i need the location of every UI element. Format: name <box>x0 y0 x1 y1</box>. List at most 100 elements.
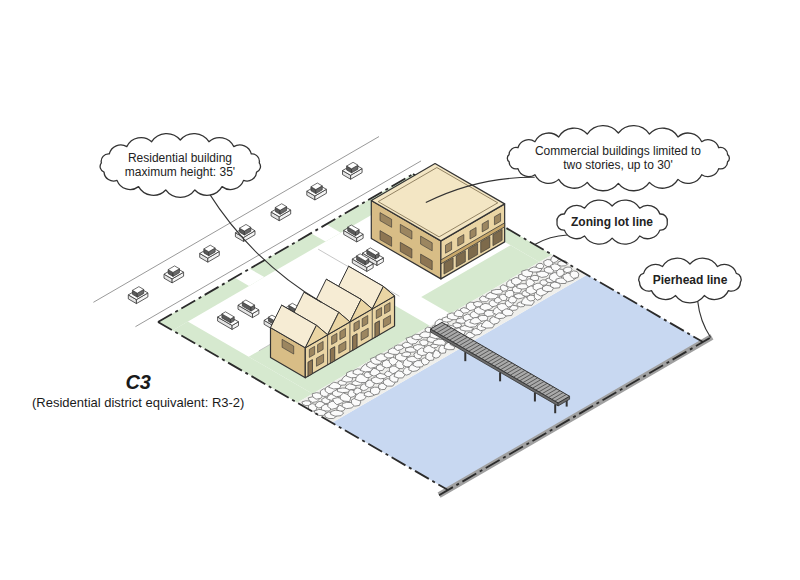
leader-line <box>426 177 535 202</box>
pier-slat <box>440 328 451 335</box>
pier-slat <box>482 352 493 359</box>
gable <box>328 312 350 334</box>
zoning-lot-line <box>158 174 413 322</box>
upper-window <box>494 213 500 225</box>
pier-slat <box>459 339 470 346</box>
car-cabin-top <box>347 162 358 169</box>
parapet <box>378 168 498 237</box>
cloud-shape <box>507 125 729 190</box>
pier-slat <box>475 348 486 355</box>
callout-body: Commercial buildings limited to two stor… <box>529 144 707 172</box>
car-cabin-top <box>222 312 234 319</box>
residential-building <box>271 266 395 377</box>
rock <box>492 289 503 294</box>
pier-deck <box>431 322 570 403</box>
pier-slat <box>497 361 508 368</box>
pier-slat <box>504 365 515 372</box>
upper-window <box>470 227 476 239</box>
pier-slat <box>555 394 566 401</box>
upper-window <box>400 224 412 239</box>
commercial-building <box>371 164 504 279</box>
driveway <box>235 269 265 286</box>
callout-cloud: Pierhead line <box>630 255 750 305</box>
pier-slat <box>462 341 473 348</box>
gable <box>350 299 372 321</box>
side-window <box>400 242 412 258</box>
gable <box>305 325 327 347</box>
pier-slat <box>478 350 489 357</box>
pier-slat <box>533 381 544 388</box>
storefront-window <box>444 258 453 274</box>
pier-post <box>534 392 536 401</box>
water-area <box>332 275 703 490</box>
pier-slat <box>466 343 477 350</box>
callout-body: Residential building maximum height: 35' <box>118 151 242 179</box>
window <box>339 341 346 353</box>
callout-text: Zoning lot line <box>571 215 653 229</box>
pier-slat <box>517 372 528 379</box>
pier-slat <box>552 393 563 400</box>
callout-text: Pierhead line <box>653 273 728 287</box>
door <box>375 321 379 338</box>
gable <box>372 286 394 308</box>
party-wall-line <box>327 335 328 365</box>
storefront-window <box>493 229 502 245</box>
callout-cloud: Residential building maximum height: 35' <box>92 131 269 199</box>
cloud-shape <box>557 200 668 244</box>
pier-slat <box>472 346 483 353</box>
rock <box>531 275 539 280</box>
district-name: C3 <box>123 370 153 394</box>
car-cabin-top <box>204 245 215 252</box>
rock <box>402 352 411 357</box>
car-cabin-top <box>275 204 286 211</box>
callout-cloud: Zoning lot line <box>548 197 676 247</box>
window <box>282 339 294 354</box>
pier-slat <box>513 370 524 377</box>
callout-cloud: Commercial buildings limited to two stor… <box>499 124 738 192</box>
upper-window <box>482 220 488 232</box>
riprap <box>297 255 587 423</box>
awning <box>441 223 505 264</box>
upper-window <box>458 235 464 247</box>
side-window <box>421 254 433 270</box>
storefront-window <box>481 236 490 252</box>
pier-slat <box>456 337 467 344</box>
pier-slat <box>450 333 461 340</box>
pier-slat <box>529 380 540 387</box>
rock <box>570 271 579 279</box>
window <box>340 328 346 339</box>
pier-post <box>464 352 466 361</box>
window <box>309 346 314 357</box>
callout-text: Commercial buildings limited to two stor… <box>529 144 707 172</box>
car-cabin-top <box>168 266 179 273</box>
pier-post <box>499 372 501 381</box>
pier-slat <box>545 389 556 396</box>
car-cabin-top <box>367 248 379 255</box>
storefront-window <box>468 244 477 260</box>
leader-lines <box>209 177 711 337</box>
pier-slat <box>549 391 560 398</box>
car-cabin-top <box>311 183 322 190</box>
party-wall-line <box>372 309 373 339</box>
cloud-shape <box>100 133 260 197</box>
pier-slat <box>488 356 499 363</box>
pier-slat <box>469 345 480 352</box>
window <box>376 307 381 318</box>
commercial-top <box>371 164 504 241</box>
storefront-window <box>456 251 465 267</box>
car-cabin-top <box>242 300 254 307</box>
water <box>332 275 703 490</box>
pier-slat <box>507 367 518 374</box>
pier-slat <box>501 363 512 370</box>
upper-window <box>380 213 392 228</box>
rock <box>536 263 544 268</box>
upper-window <box>421 236 433 251</box>
window <box>354 320 359 331</box>
pier-slat <box>434 324 445 331</box>
window <box>316 354 323 366</box>
upper-window <box>445 242 451 254</box>
pier-slat <box>539 385 550 392</box>
door <box>308 360 312 377</box>
car-cabin-top <box>132 287 143 294</box>
